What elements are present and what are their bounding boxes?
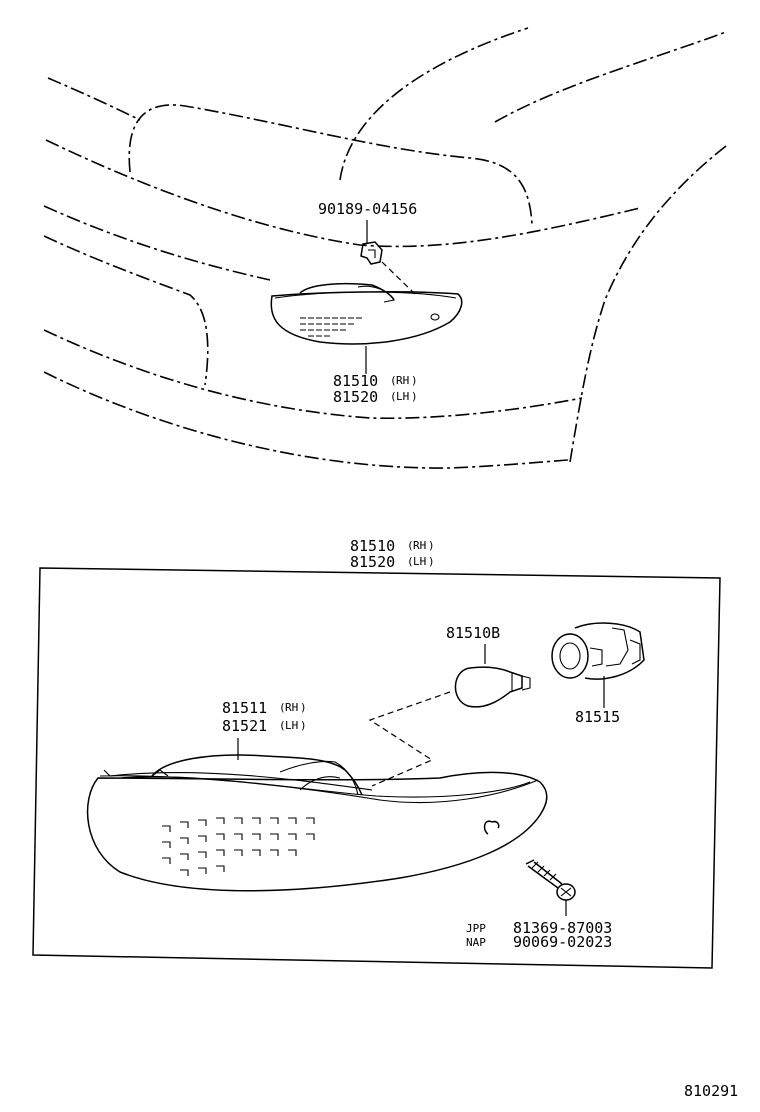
- assembly-lh-tag: LH: [413, 555, 426, 568]
- lens-rh-tag-open: (: [279, 701, 286, 714]
- clip-part-number: 90189-04156: [318, 200, 417, 218]
- upper-lamp-lh-tag: LH: [396, 390, 409, 403]
- upper-lamp-rh-number: 81510: [333, 372, 378, 390]
- assembly-frame: [32, 567, 721, 969]
- lens-lh-tag-open: (: [279, 719, 286, 732]
- assembly-rh-tag: RH: [413, 539, 426, 552]
- upper-lamp-lh-tag-open: (: [390, 390, 397, 403]
- screw-jpp-part-number: 81369-87003: [513, 919, 612, 937]
- assembly-rh-tag-open: (: [407, 539, 414, 552]
- upper-lamp-rh-tag-open: (: [390, 374, 397, 387]
- lens-lh-number: 81521: [222, 717, 267, 735]
- assembly-rh-tag-close: ): [428, 539, 435, 552]
- assembly-lh-tag-open: (: [407, 555, 414, 568]
- lens-rh-tag-close: ): [300, 701, 307, 714]
- installed-lamp-lens-pattern: [300, 317, 362, 337]
- socket-icon: [551, 622, 645, 680]
- screw-nap-part-number: 90069-02023: [513, 933, 612, 951]
- lens-lh-tag: LH: [285, 719, 298, 732]
- screw-jpp-label: JPP: [466, 922, 486, 935]
- lens-rh-number: 81511: [222, 699, 267, 717]
- clip-to-lamp-leader: [381, 261, 416, 295]
- upper-lamp-lh-tag-close: ): [411, 390, 418, 403]
- screw-icon: [525, 859, 576, 901]
- upper-lamp-rh-tag-close: ): [411, 374, 418, 387]
- bulb-to-lens-leader: [368, 691, 451, 787]
- lamp-lens-pattern: [162, 817, 315, 876]
- diagram-id: 810291: [684, 1082, 738, 1100]
- lamp-lens-icon: [86, 754, 548, 892]
- assembly-lh-number: 81520: [350, 553, 395, 571]
- clip-part-icon: [360, 241, 383, 265]
- vehicle-body-outline: [43, 27, 727, 469]
- installed-lamp-icon: [270, 282, 463, 345]
- upper-lamp-lh-number: 81520: [333, 388, 378, 406]
- assembly-rh-number: 81510: [350, 537, 395, 555]
- upper-lamp-rh-tag: RH: [396, 374, 409, 387]
- bulb-icon: [454, 666, 531, 708]
- assembly-lh-tag-close: ): [428, 555, 435, 568]
- bulb-part-number: 81510B: [446, 624, 500, 642]
- lens-lh-tag-close: ): [300, 719, 307, 732]
- screw-nap-label: NAP: [466, 936, 486, 949]
- socket-part-number: 81515: [575, 708, 620, 726]
- lens-rh-tag: RH: [285, 701, 298, 714]
